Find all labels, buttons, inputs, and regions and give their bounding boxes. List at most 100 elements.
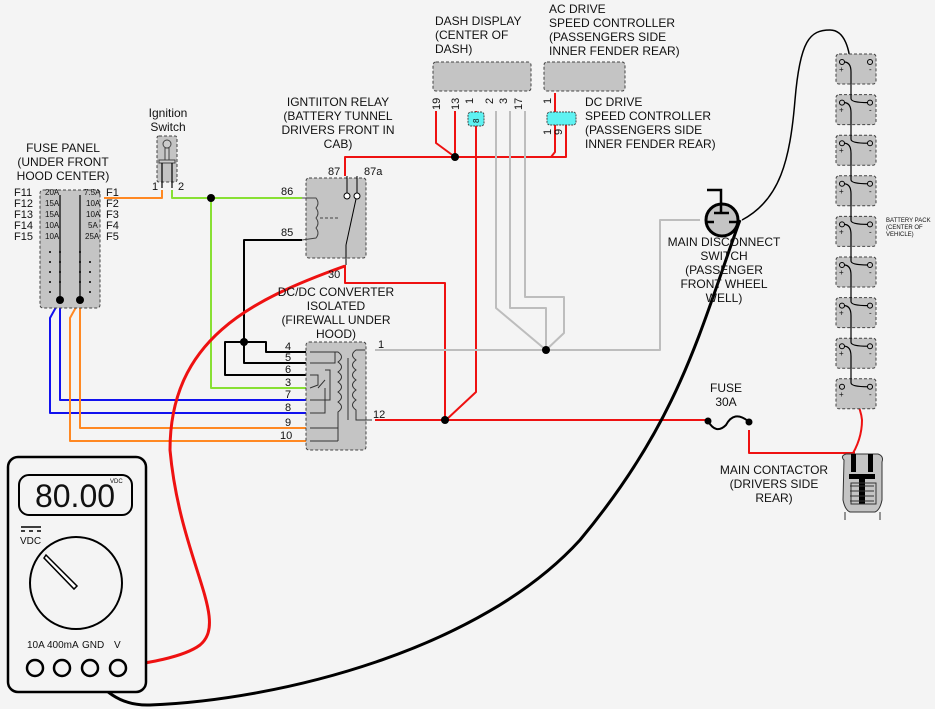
wire-green [171, 190, 302, 199]
junction [240, 338, 248, 346]
battery-cell: +- [835, 337, 877, 369]
battery-minus-label: - [869, 146, 872, 155]
fuse-rating-f15: 10A [45, 232, 60, 241]
fuse-id-f3: F3 [106, 209, 119, 221]
wire-orange-10 [69, 299, 310, 442]
relay-pin-85: 85 [281, 227, 293, 239]
dcdc-pin-5: 5 [285, 352, 291, 364]
wire-black-disconnect-battery [741, 29, 852, 221]
dash-pin-17: 17 [513, 98, 525, 110]
jack-label-400ma: 400mA [47, 640, 79, 651]
ac-title-3: (PASSENGERS SIDE [549, 30, 666, 44]
wire-grey-1 [375, 219, 700, 351]
contactor-title-1: MAIN CONTACTOR [720, 463, 829, 477]
battery-plus-label: + [839, 146, 844, 155]
wire-blue-8 [49, 299, 310, 414]
jack-v[interactable] [108, 658, 128, 678]
wire-black-probe [88, 219, 742, 707]
dc-title-3: (PASSENGERS SIDE [585, 123, 702, 137]
fuse-id-f4: F4 [106, 220, 119, 232]
relay-title-2: (BATTERY TUNNEL [283, 109, 392, 123]
dc-pin-9: 9 [553, 129, 565, 135]
fuse-rating-f14: 10A [45, 221, 60, 230]
dash-pin-1: 1 [464, 98, 476, 104]
battery-interconnect [843, 345, 869, 388]
battery-interconnect [843, 183, 869, 225]
dash-pin-2: 2 [484, 98, 496, 104]
relay-pin-30: 30 [328, 269, 340, 281]
dash-title-3: DASH) [435, 42, 472, 56]
wire-green-dcdc [210, 198, 310, 389]
fuse-id-f11: F11 [14, 187, 32, 199]
battery-plus-label: + [839, 106, 844, 115]
fuse-30a: FUSE 30A [704, 381, 753, 431]
battery-title-2: (CENTER OF [886, 225, 923, 231]
battery-minus-label: - [869, 309, 872, 318]
jack-400ma[interactable] [52, 658, 72, 678]
ignition-pin-2: 2 [178, 181, 184, 193]
battery-minus-label: - [869, 390, 872, 399]
fuse-rating-f1: 7.5A [84, 188, 101, 197]
dash-pin-3: 3 [498, 98, 510, 104]
wire-red-fuse-contactor [748, 430, 855, 454]
multimeter-display [18, 474, 133, 516]
battery-cell: +- [835, 297, 877, 329]
dcdc-title-3: (FIREWALL UNDER [281, 313, 390, 327]
fuse-rating-f13: 15A [45, 210, 60, 219]
battery-plus-label: + [839, 390, 844, 399]
battery-minus-label: - [869, 227, 872, 236]
dial-pointer [43, 553, 79, 591]
battery-cell: +- [835, 175, 877, 207]
wire-grey-dash3 [509, 111, 547, 350]
jack-label-10a: 10A [27, 640, 45, 651]
battery-interconnect [843, 264, 869, 307]
fuse-rating-f4: 5A [88, 221, 98, 230]
dcdc-pin-8: 8 [285, 402, 291, 414]
battery-cell: +- [835, 215, 877, 247]
wire-red-87 [344, 156, 455, 176]
disconnect-title-4: FRONT WHEEL [680, 277, 767, 291]
multimeter-dial[interactable] [29, 536, 123, 630]
dcdc-title-1: DC/DC CONVERTER [278, 285, 395, 299]
fuse-id-f15: F15 [14, 231, 33, 243]
ignition-pin-1: 1 [152, 181, 158, 193]
jack-label-v: V [114, 640, 121, 651]
dcdc-title-2: ISOLATED [307, 299, 366, 313]
dc-pin-1: 1 [542, 129, 554, 135]
contactor-title-3: REAR) [755, 491, 792, 505]
fuse-panel-title-3: HOOD CENTER) [17, 169, 110, 183]
battery-cell: +- [835, 94, 877, 126]
ignition-switch-title-2: Switch [150, 120, 185, 134]
dcdc-pin-4: 4 [285, 341, 291, 353]
dcdc-pin-3: 3 [285, 377, 291, 389]
battery-plus-label: + [839, 227, 844, 236]
dash-pin-13: 13 [450, 98, 462, 110]
battery-plus-label: + [839, 349, 844, 358]
dcdc-title-4: HOOD) [316, 327, 356, 341]
dash-title-1: DASH DISPLAY [435, 14, 521, 28]
junction [542, 346, 550, 354]
ac-title-1: AC DRIVE [549, 2, 606, 16]
fuse-rating-f11: 20A [45, 188, 60, 197]
disconnect-title-2: SWITCH [700, 249, 747, 263]
junction [451, 153, 459, 161]
ignition-switch-title-1: Ignition [149, 106, 188, 120]
junction [207, 194, 215, 202]
battery-minus-label: - [869, 65, 872, 74]
jack-gnd[interactable] [80, 658, 100, 678]
jack-10a[interactable] [25, 658, 45, 678]
battery-minus-label: - [869, 106, 872, 115]
wire-grey-dash2 [495, 111, 547, 351]
battery-plus-label: + [839, 65, 844, 74]
multimeter: 80.00 VDC VDC 10A 400mA GND V [6, 455, 148, 694]
fuse-rating-f5: 25A [85, 232, 100, 241]
battery-plus-label: + [839, 187, 844, 196]
dcdc-pin-10: 10 [280, 430, 292, 442]
fuse-rating-f3: 10A [86, 210, 101, 219]
relay-pin-87: 87 [328, 166, 340, 178]
battery-minus-label: - [869, 187, 872, 196]
wire-grey-dash17 [524, 111, 565, 351]
disconnect-title-1: MAIN DISCONNECT [668, 235, 781, 249]
wire-blue-7 [59, 300, 310, 401]
wire-red-dash19 [435, 111, 456, 158]
